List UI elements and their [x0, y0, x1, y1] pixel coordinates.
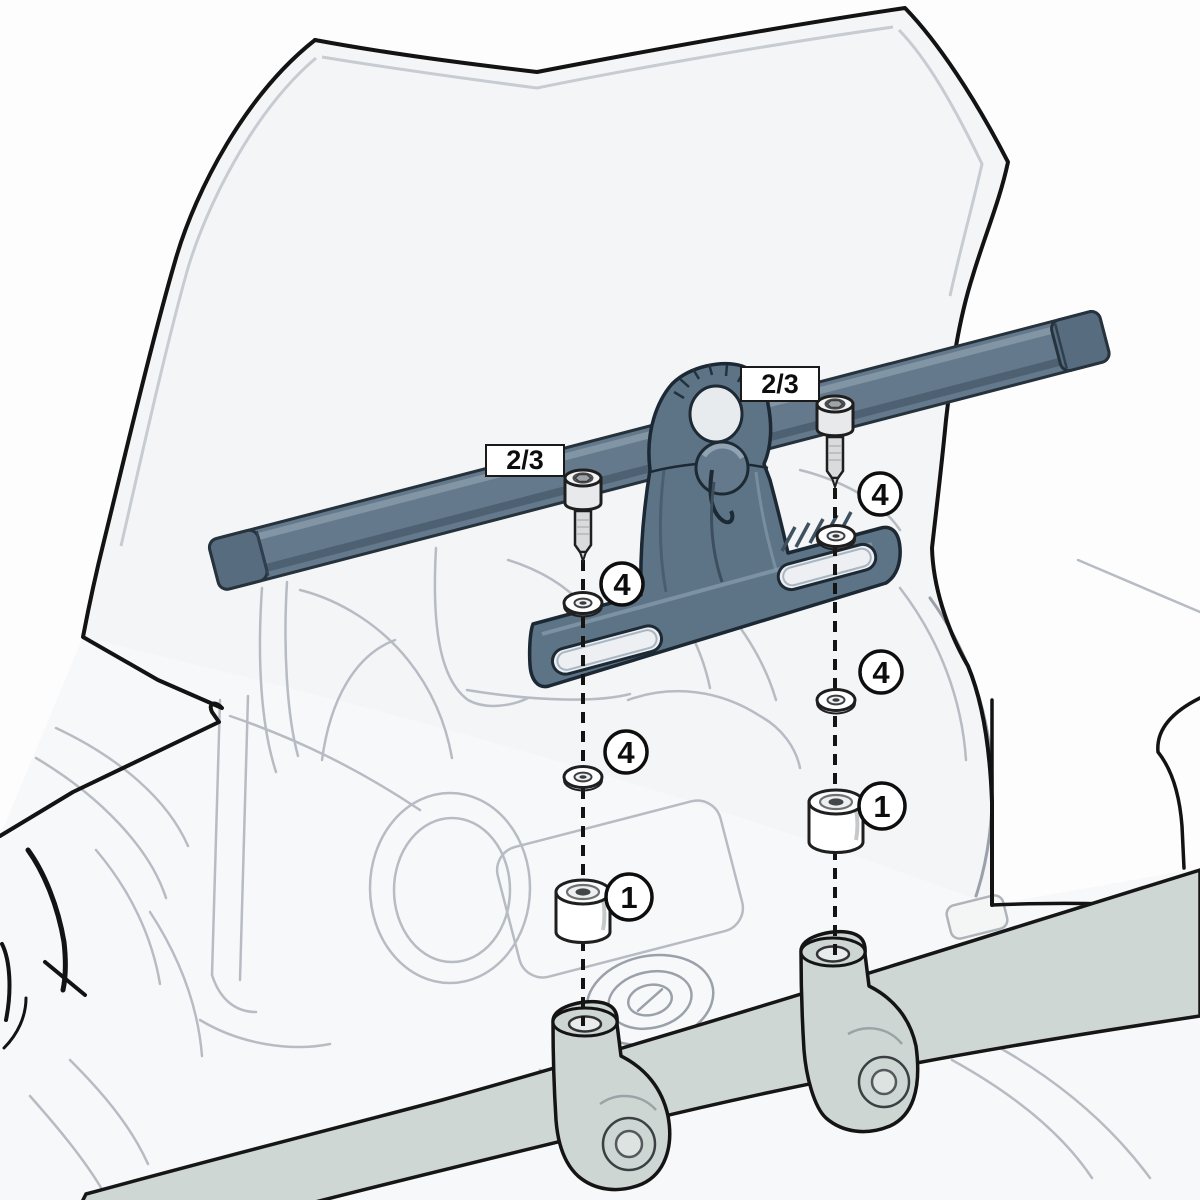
callout-text: 2/3	[506, 445, 544, 475]
part-badge-washer-left-lower: 4	[603, 729, 649, 775]
fork-tube-sketch	[210, 694, 250, 982]
part-badge-spacer-left: 1	[604, 872, 654, 922]
handlebar-tube	[81, 868, 1200, 1200]
washer-right-upper	[815, 524, 857, 551]
part-badge-spacer-right: 1	[857, 781, 907, 831]
hex-socket-icon	[573, 473, 593, 483]
handlebar-clamp-right	[799, 929, 920, 1134]
badge-number: 4	[613, 567, 631, 602]
windshield-inner-line	[119, 25, 984, 547]
alignment-lines	[581, 488, 837, 1026]
bracket-slot-right	[776, 542, 878, 592]
side-panel-edge	[1156, 696, 1200, 870]
mask-outline-right	[313, 6, 1010, 907]
badge-number: 4	[871, 477, 889, 512]
callout-text: 2/3	[761, 369, 799, 399]
badge-number: 4	[617, 735, 635, 770]
badge-number: 1	[620, 880, 637, 915]
bracket-clamp-hole	[688, 384, 744, 444]
screw-right	[815, 394, 855, 491]
crossbar-end-cap-right	[1050, 310, 1111, 373]
lever-sketch-black	[25, 847, 68, 993]
washer-right-lower	[815, 688, 857, 715]
part-badge-washer-right-upper: 4	[857, 471, 903, 517]
hex-socket-icon	[825, 399, 845, 409]
handlebar	[81, 868, 1200, 1200]
part-badge-washer-right-lower: 4	[858, 649, 904, 695]
handlebar-clamp-left	[551, 999, 672, 1192]
part-badge-washer-left-upper: 4	[599, 561, 645, 607]
number-plate-sketch	[495, 799, 745, 979]
spacer-right	[807, 788, 865, 854]
crossbar-end-cap-left	[207, 528, 269, 591]
washer-left-upper	[562, 591, 604, 618]
badge-number: 4	[872, 655, 890, 690]
cable-hook-icon	[708, 469, 735, 525]
screw-callout-left: 2/3	[485, 444, 565, 477]
screw-callout-right: 2/3	[740, 366, 820, 402]
bracket-slot-left	[550, 624, 664, 676]
mask-outline-left	[0, 38, 317, 838]
badge-number: 1	[873, 789, 890, 824]
front-panel	[990, 698, 1159, 909]
headlight-sketch	[368, 791, 532, 985]
screw-left	[563, 468, 603, 565]
fairing-outline	[0, 6, 1200, 1050]
washer-left-lower	[562, 765, 604, 792]
bracket-cable-port	[694, 440, 750, 496]
spacer-left	[554, 878, 612, 944]
